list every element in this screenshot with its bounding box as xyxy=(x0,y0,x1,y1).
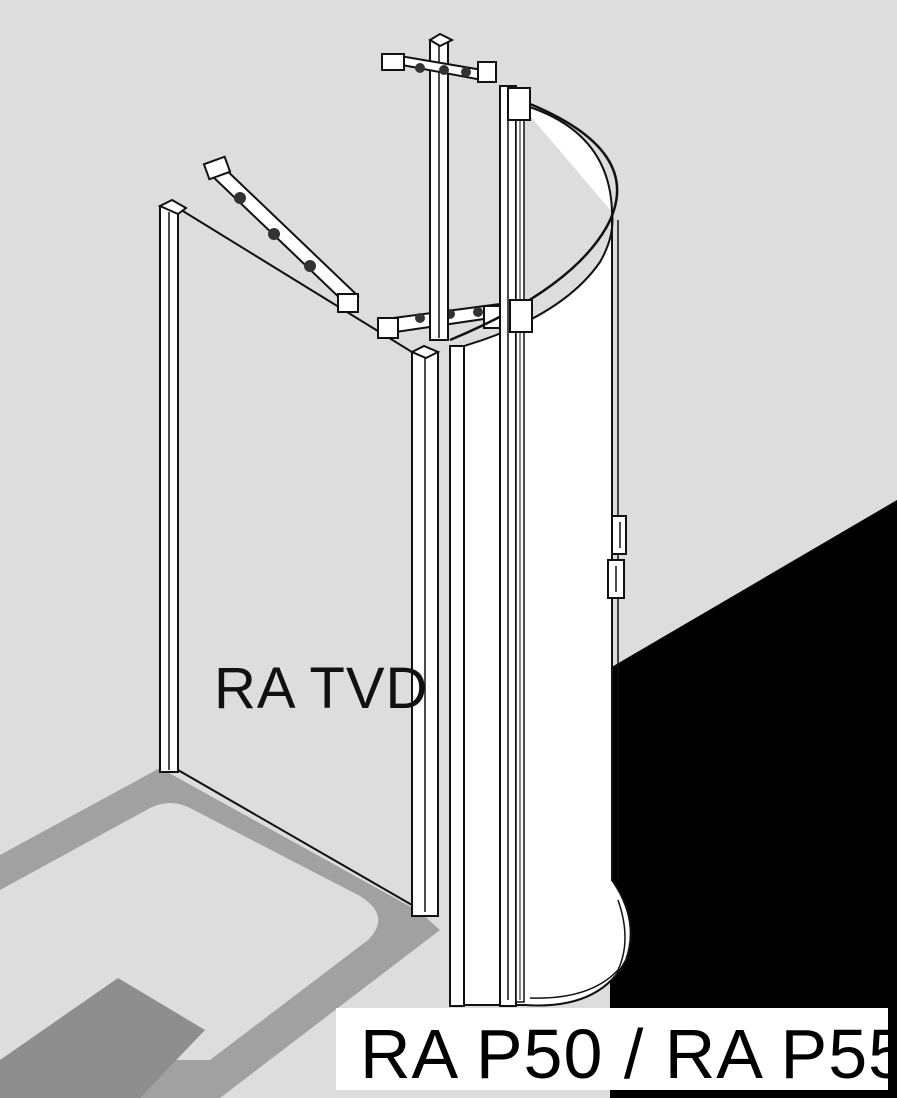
stabiliser-bar-side xyxy=(202,155,360,313)
door-bottom-curve xyxy=(524,879,632,1007)
hinge-clamp-upper xyxy=(507,87,531,121)
hinge-clamp-lower xyxy=(509,299,533,333)
stabiliser-bar-top xyxy=(381,53,497,83)
door-handle xyxy=(607,515,627,599)
model-names-label: RA P50 / RA P55 xyxy=(360,1015,897,1093)
dark-floor-corner xyxy=(610,500,897,1098)
side-panel-label: RA TVD xyxy=(214,656,428,721)
tray-drain-plate xyxy=(0,978,205,1098)
model-label-box xyxy=(336,1008,888,1090)
door-profile-left xyxy=(449,345,465,1007)
